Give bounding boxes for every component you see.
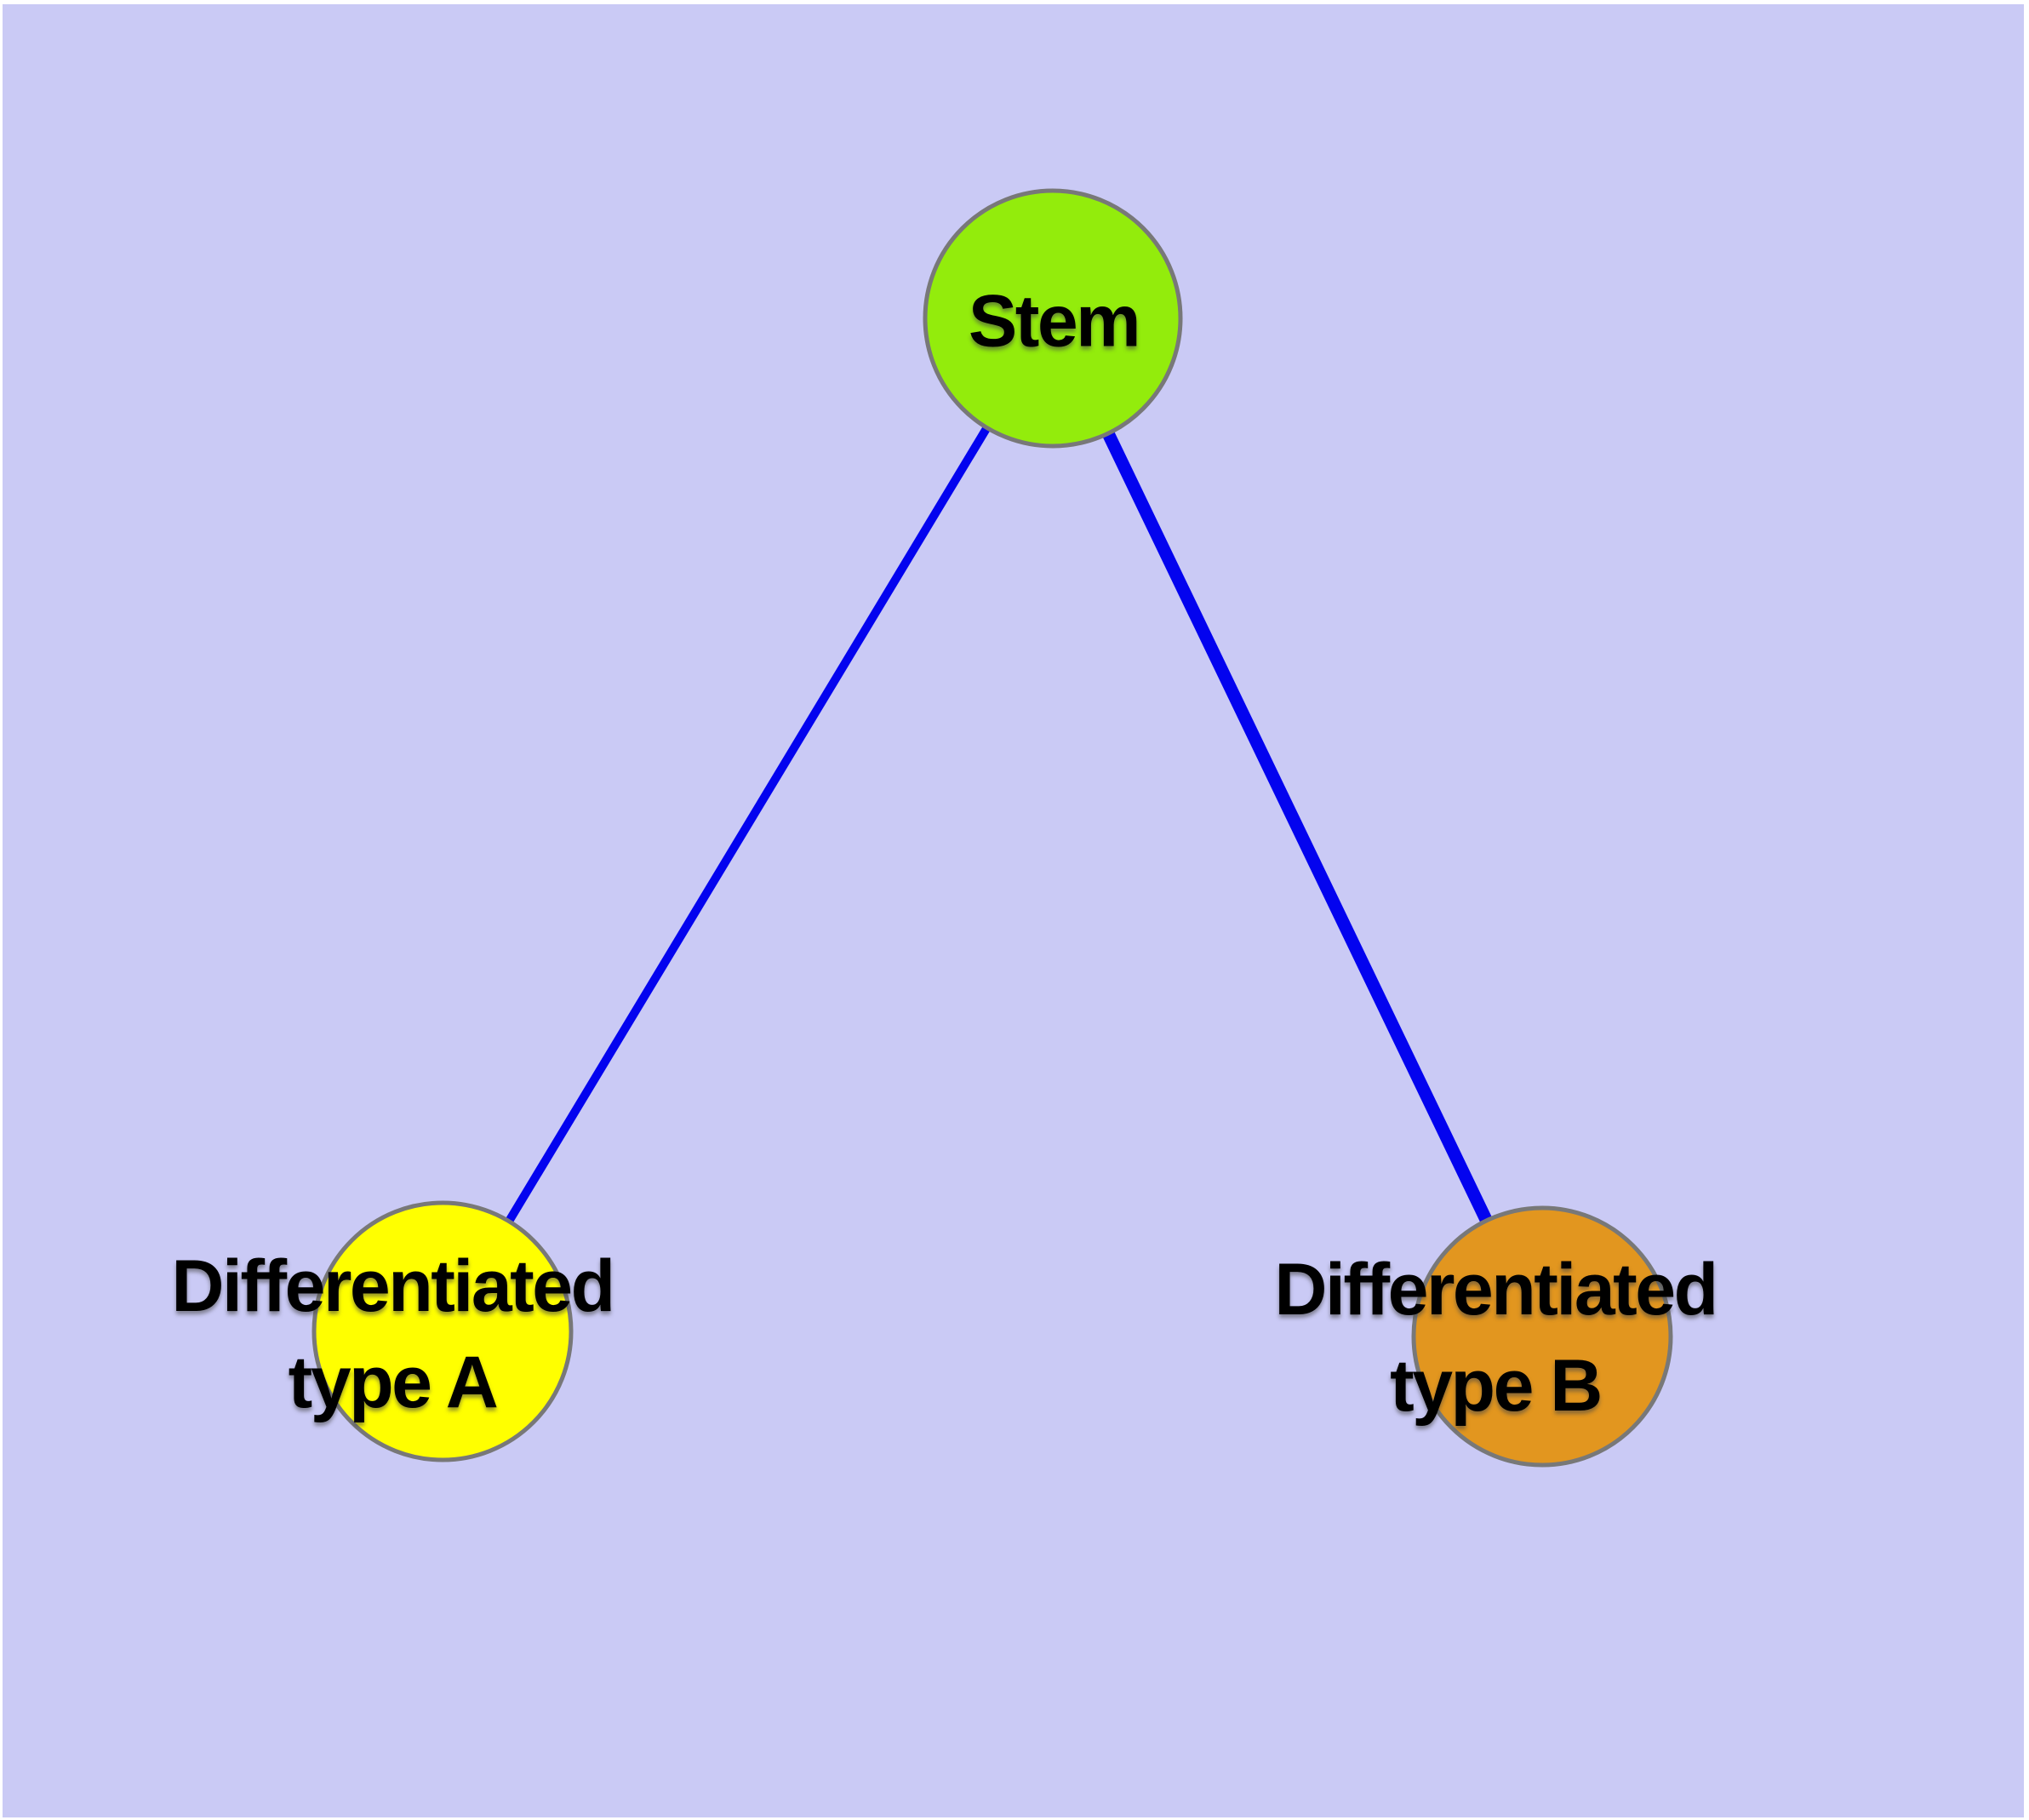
node-type-b-label-line-2: type B <box>1390 1345 1603 1427</box>
edge-stem-to-type-a <box>438 316 1057 1334</box>
edge-stem-to-type-b <box>1047 315 1548 1340</box>
node-type-b-label: Differentiated type B <box>1274 1242 1718 1434</box>
node-stem-circle <box>923 188 1183 449</box>
node-stem-label: Stem <box>968 274 1141 370</box>
node-stem-label-line: Stem <box>968 280 1141 363</box>
node-type-b-label-line-1: Differentiated <box>1274 1249 1718 1331</box>
node-type-a-circle <box>311 1200 574 1462</box>
node-type-a-label: Differentiated type A <box>171 1239 615 1431</box>
node-type-a-label-line-1: Differentiated <box>171 1245 615 1327</box>
node-type-b-circle <box>1411 1205 1673 1468</box>
node-type-a-label-line-2: type A <box>288 1342 499 1423</box>
